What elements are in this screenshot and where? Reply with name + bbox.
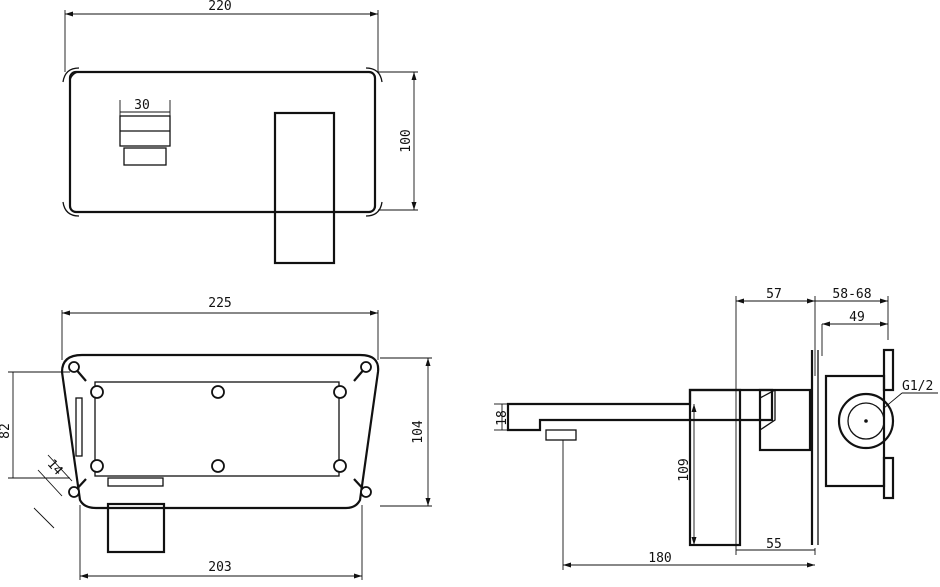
dim-front-width: 220: [208, 0, 231, 14]
mount-hole: [333, 385, 347, 399]
dim-box-depth: 49: [849, 310, 865, 325]
dim-body-height: 109: [677, 458, 692, 481]
mount-hole: [211, 385, 225, 399]
spout-front: [273, 111, 336, 265]
valve-box: [824, 374, 886, 488]
dim-handle-width: 30: [134, 98, 150, 113]
dim-side-depth: 57: [766, 287, 782, 302]
mount-hole: [333, 459, 347, 473]
dim-slot-size: 14: [44, 457, 66, 479]
dim-plate-bottom-width: 203: [208, 560, 231, 575]
dim-spout-thickness: 18: [495, 410, 510, 426]
dim-plate-width: 225: [208, 296, 231, 311]
mount-hole: [211, 459, 225, 473]
spout-side: [506, 388, 774, 432]
dim-plate-inner-height: 82: [0, 423, 13, 439]
mount-hole: [90, 385, 104, 399]
mounting-plate: [60, 353, 380, 510]
dim-base-length: 55: [766, 537, 782, 552]
spout-stub: [106, 502, 166, 554]
dim-plate-height: 104: [411, 420, 426, 444]
dim-front-height: 100: [399, 129, 414, 152]
front-view: 220 30 100: [62, 0, 418, 265]
side-view: 57 58-68 49 G1/2 18: [494, 287, 938, 570]
thread-label: G1/2: [902, 379, 933, 394]
mount-hole: [90, 459, 104, 473]
front-plate: [68, 70, 377, 214]
dim-spout-length: 180: [648, 551, 671, 566]
plate-view: 225 82 104: [0, 296, 432, 580]
dim-wall-range: 58-68: [832, 287, 871, 302]
